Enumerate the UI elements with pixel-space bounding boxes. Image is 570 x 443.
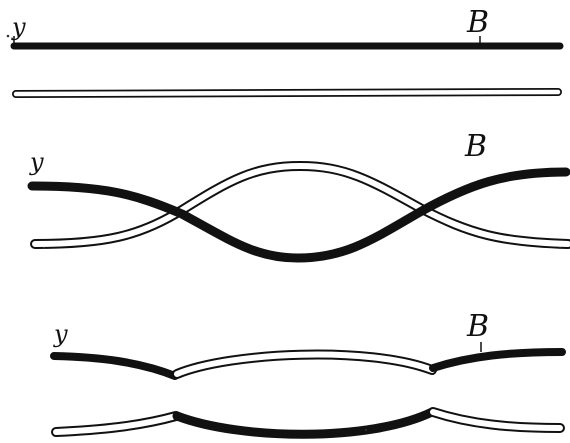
- panel-2-b-label: B: [464, 129, 487, 164]
- panel-3-bottom-left-hollow-segment-core: [53, 413, 179, 435]
- panel-1-b-label: B: [466, 5, 489, 40]
- panel-3-y-label: y: [53, 320, 68, 348]
- print-specks: [6, 34, 561, 431]
- panel-3-bottom-right-hollow-segment-core: [430, 409, 563, 431]
- panel-3-top-left-solid-segment: [50, 352, 179, 380]
- print-speck: [559, 247, 561, 249]
- panel-3-b-label: B: [466, 309, 489, 344]
- panel-3-bottom-solid-sag: [172, 407, 437, 439]
- print-speck: [6, 34, 10, 38]
- print-speck: [365, 429, 367, 431]
- print-speck: [42, 246, 46, 250]
- panel-3-top-right-solid-segment: [429, 348, 566, 372]
- panel-2-solid-wave: [27, 167, 570, 263]
- panel-1-straight-rods: y B: [10, 5, 564, 98]
- panel-1-hollow-rod-core: [13, 89, 561, 97]
- panel-1-y-label: y: [11, 13, 26, 41]
- panel-3-top-hollow-arch-core: [174, 351, 435, 377]
- panel-2-hollow-wave-core: [32, 163, 570, 247]
- panel-2-crossing-waves: y B: [27, 129, 570, 263]
- panel-2-y-label: y: [29, 148, 44, 176]
- panel-3-alternating-segments: y B: [50, 309, 566, 439]
